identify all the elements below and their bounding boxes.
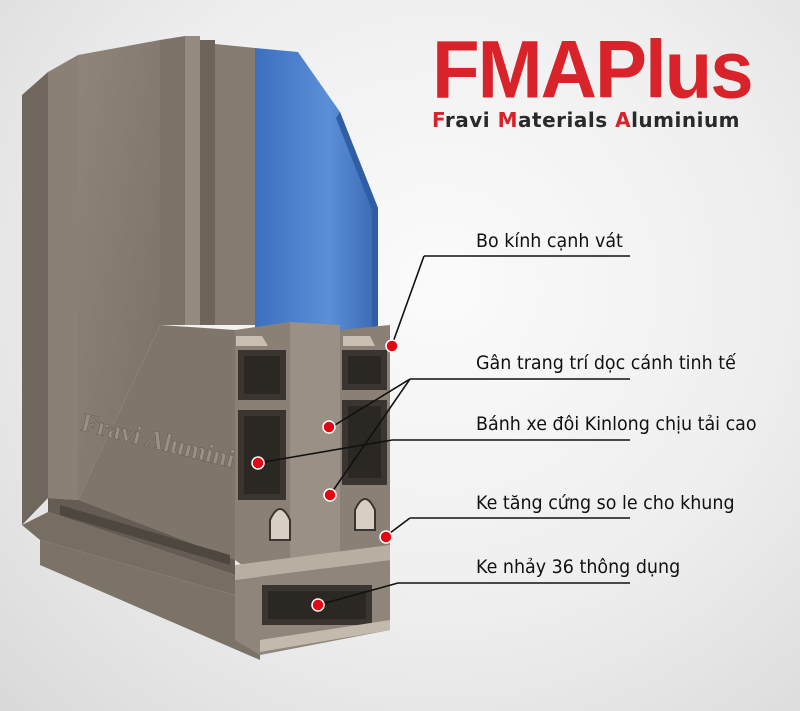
tagline-part: luminium — [631, 108, 741, 132]
callout-decorative-rib: Gân trang trí dọc cánh tinh tế — [476, 352, 736, 374]
frame-base — [40, 540, 260, 660]
frame-left-face — [48, 55, 78, 500]
callout-leaders — [257, 255, 630, 606]
callout-corner-joint-36: Ke nhảy 36 thông dụng — [476, 556, 681, 578]
sash-stile-1 — [160, 36, 185, 325]
frame-left-inner — [78, 40, 160, 500]
brand-tagline: Fravi Materials Aluminium — [432, 108, 772, 132]
frame-left-outer — [22, 72, 48, 525]
frame-bottom-face — [78, 325, 235, 560]
tagline-part: aterials — [518, 108, 616, 132]
tagline-part: M — [497, 108, 519, 132]
brand-logo: FMAPlus Fravi Materials Aluminium — [432, 28, 772, 132]
glass-edge — [336, 112, 378, 330]
callout-frame-corner-cleat: Ke tăng cứng so le cho khung — [476, 492, 735, 514]
marker-corner-joint-36 — [311, 598, 325, 612]
tagline-part: ravi — [444, 108, 498, 132]
sash-stile-4 — [215, 44, 255, 325]
marker-decorative-rib — [322, 420, 336, 434]
sash-stile-3 — [200, 40, 215, 325]
marker-double-roller — [251, 456, 265, 470]
sash-stile-2 — [185, 36, 200, 325]
brand-wordmark: FMAPlus — [432, 22, 754, 116]
frame-base-shadow — [60, 505, 230, 565]
callout-beveled-glazing-bead: Bo kính cạnh vát — [476, 230, 623, 252]
glass-pane — [255, 48, 378, 330]
marker-decorative-rib-2 — [323, 488, 337, 502]
callout-double-roller: Bánh xe đôi Kinlong chịu tải cao — [476, 413, 757, 435]
tagline-part: F — [432, 108, 445, 132]
frame-bottom-lower — [22, 512, 235, 595]
tagline-part: A — [615, 108, 632, 132]
marker-frame-corner-cleat — [379, 530, 393, 544]
marker-beveled-glazing-bead — [385, 339, 399, 353]
